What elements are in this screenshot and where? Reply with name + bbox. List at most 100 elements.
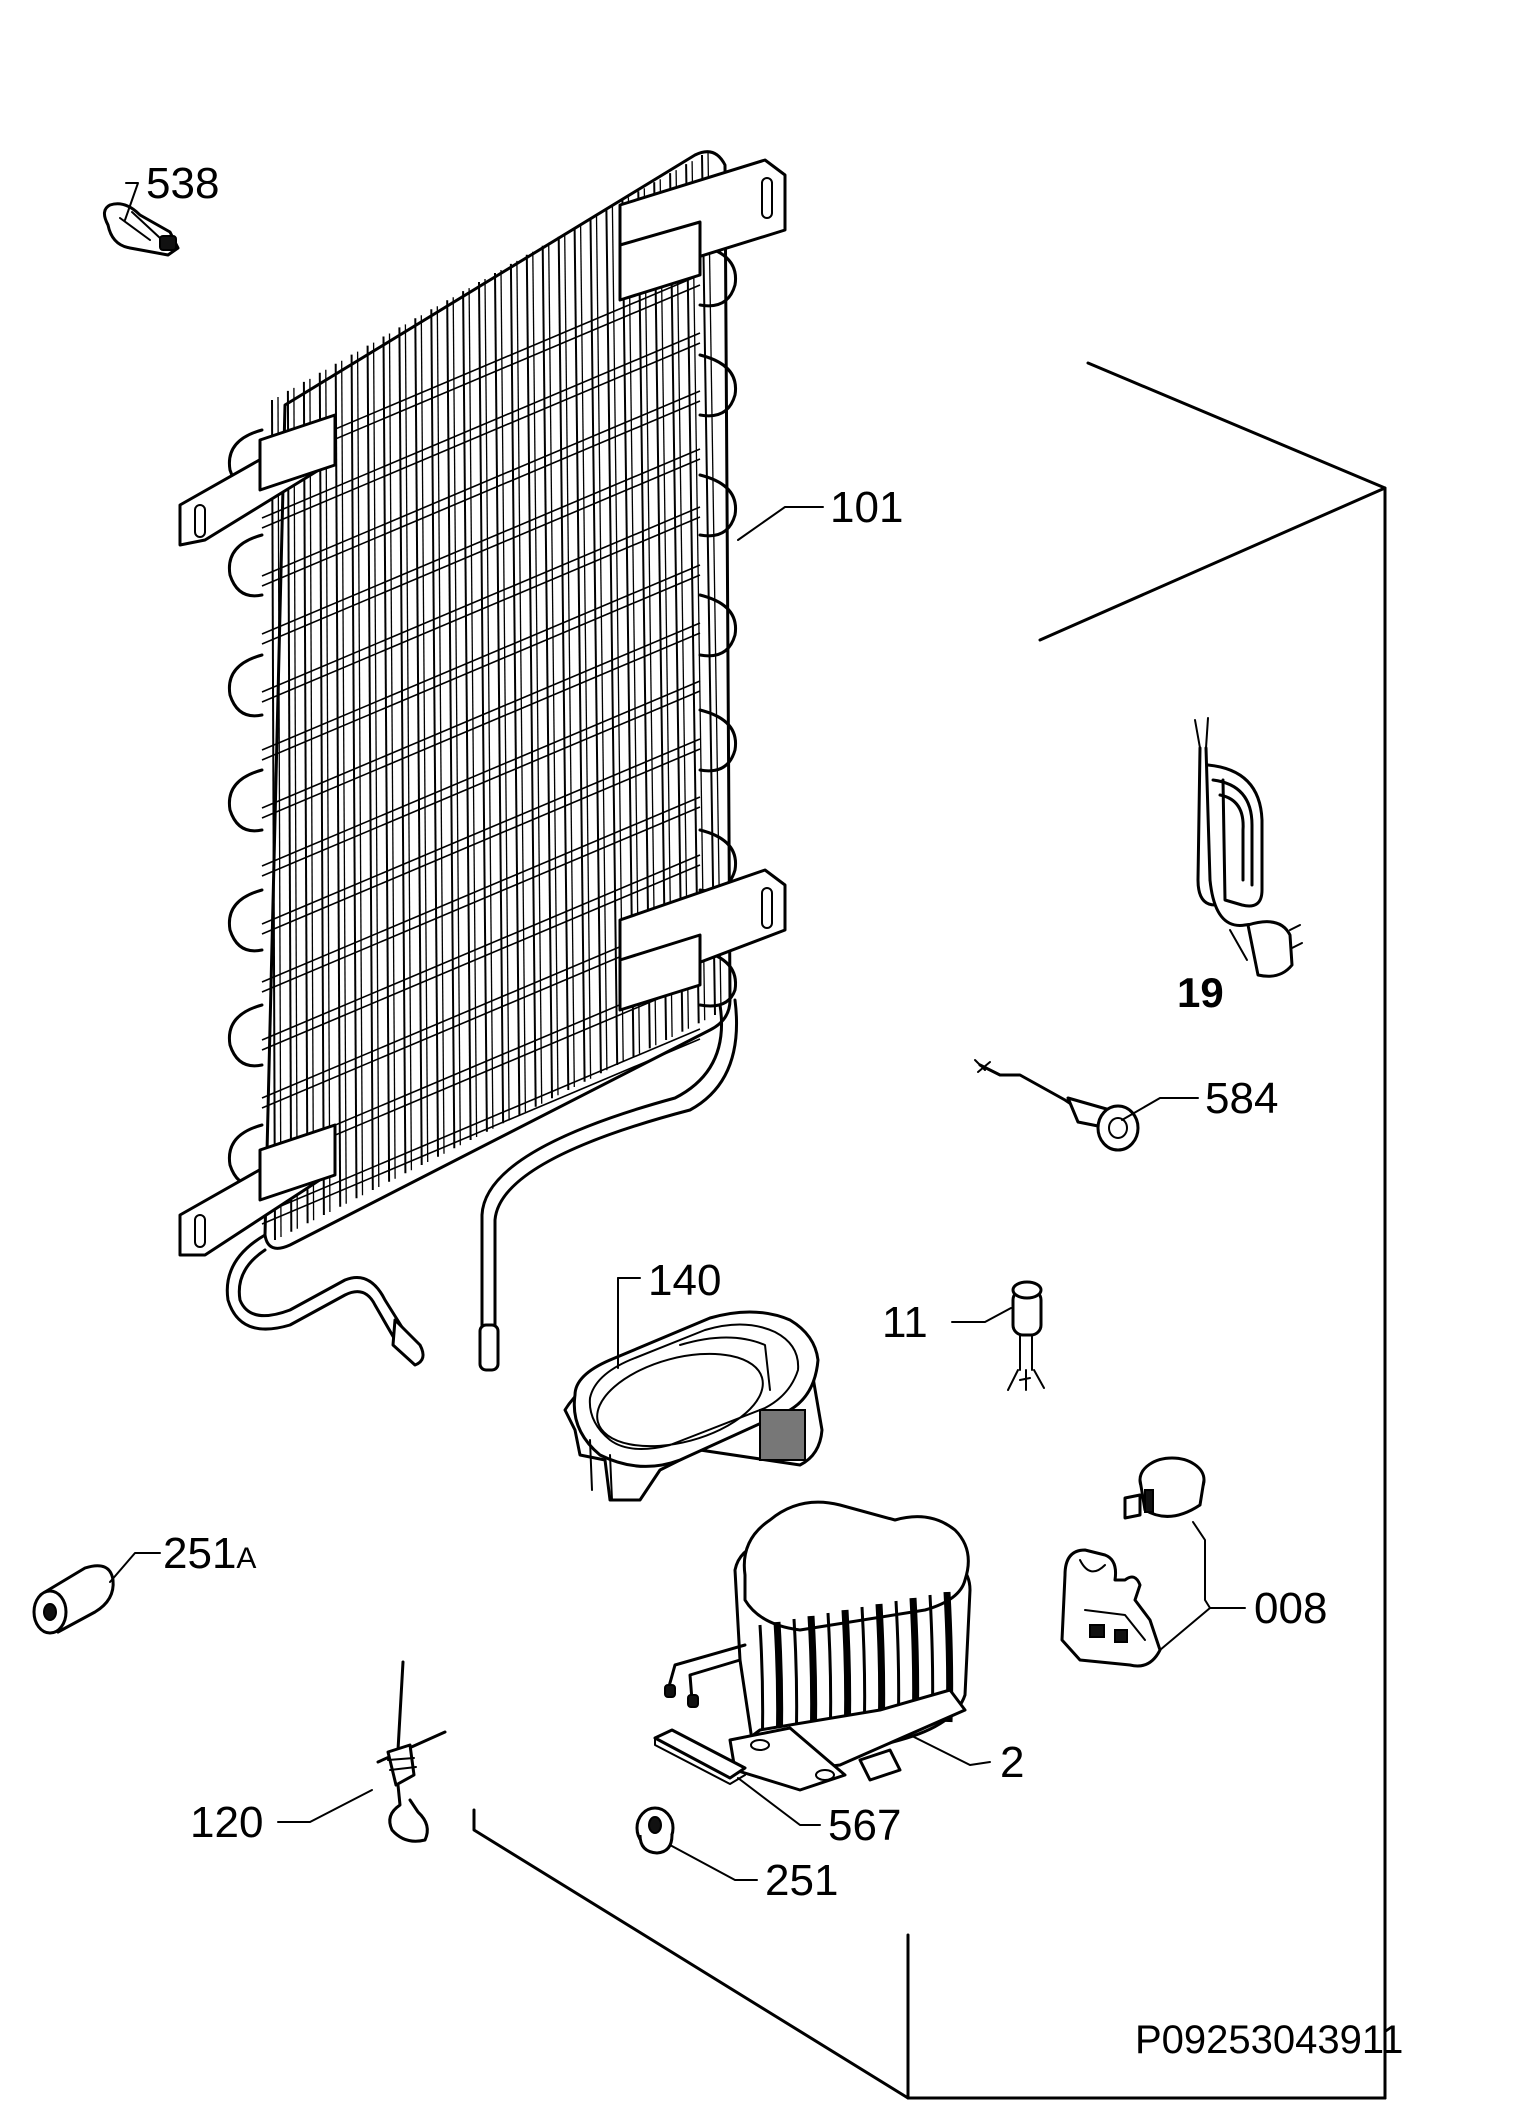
label-251: 251 xyxy=(765,1856,838,1905)
condenser-wire xyxy=(675,170,690,1029)
valve-part-11 xyxy=(1007,1280,1045,1391)
condenser-wire xyxy=(589,218,602,1074)
condenser-wire xyxy=(653,182,668,1041)
condenser-tube-row xyxy=(261,448,701,635)
condenser-wire xyxy=(372,342,380,1188)
condenser-wire xyxy=(525,254,537,1107)
label-140: 140 xyxy=(648,1256,721,1305)
sensor-part-584 xyxy=(974,1059,1140,1152)
label-2: 2 xyxy=(1000,1738,1024,1787)
condenser-tube-row xyxy=(261,390,701,577)
label-19: 19 xyxy=(1177,969,1224,1016)
condenser-wire xyxy=(685,164,700,1024)
label-120: 120 xyxy=(190,1798,263,1847)
condenser-wire xyxy=(627,197,641,1054)
condenser-tube-row xyxy=(261,748,701,935)
condenser-wire xyxy=(446,300,456,1149)
condenser-tube-row xyxy=(261,806,701,993)
condenser-wire xyxy=(669,173,684,1032)
condenser-tube-row xyxy=(261,864,701,1051)
condenser-wire xyxy=(701,154,716,1016)
grommet-part-251 xyxy=(635,1806,675,1855)
part-labels: 538 101 19 584 140 11 251A 008 2 567 120… xyxy=(146,159,1403,2062)
label-008: 008 xyxy=(1254,1584,1327,1633)
condenser-tube-row xyxy=(261,632,701,819)
condenser-bracket-top-left xyxy=(178,413,337,547)
condenser-tube-row xyxy=(261,1038,701,1225)
condenser-wire xyxy=(548,242,559,1096)
condenser-wire xyxy=(605,209,619,1066)
condenser-wire xyxy=(366,345,374,1191)
condenser-tube-row xyxy=(261,690,701,877)
condenser-bracket-top-right xyxy=(618,158,787,302)
clip-part-538 xyxy=(103,202,180,257)
condenser-wire xyxy=(398,327,407,1174)
thermostat-part-120 xyxy=(376,1660,447,1843)
condenser-wire xyxy=(382,336,391,1182)
condenser-wire xyxy=(356,351,364,1196)
condenser-wire xyxy=(436,306,445,1154)
condenser-wire xyxy=(494,272,505,1124)
condenser-part-101 xyxy=(178,150,787,1372)
condenser-wire xyxy=(500,269,510,1121)
condenser-wire xyxy=(350,354,358,1199)
condenser-wire xyxy=(430,309,439,1157)
condenser-wire xyxy=(557,236,570,1091)
condenser-wire xyxy=(579,224,592,1079)
condenser-wire xyxy=(309,378,315,1221)
condenser-wire xyxy=(691,161,706,1021)
condenser-tube-row xyxy=(261,574,701,761)
condenser-wire xyxy=(271,399,276,1241)
condenser-wire xyxy=(293,387,298,1229)
condenser-tube-row xyxy=(261,506,701,693)
condenser-wire xyxy=(286,390,293,1232)
condenser-wire xyxy=(516,260,527,1113)
condenser-wire xyxy=(707,151,722,1013)
condenser-wire xyxy=(595,215,608,1071)
condenser-tube-row xyxy=(261,680,701,867)
condenser-wire xyxy=(564,233,575,1088)
drip-tray-part-140 xyxy=(563,1310,824,1502)
condenser-wire xyxy=(484,278,494,1129)
condenser-wire xyxy=(318,372,325,1216)
condenser-tube-row xyxy=(261,622,701,809)
condenser-wire xyxy=(573,227,586,1082)
condenser-wire xyxy=(452,297,461,1146)
cabinet-outline xyxy=(472,361,1387,2100)
condenser-wire xyxy=(659,179,673,1038)
condenser-tube-row xyxy=(261,342,701,529)
condenser-wire xyxy=(637,191,651,1049)
condenser-wire xyxy=(478,281,488,1132)
condenser-tube-row xyxy=(261,458,701,645)
condenser-wire xyxy=(509,263,521,1116)
label-584: 584 xyxy=(1205,1074,1278,1123)
label-538: 538 xyxy=(146,159,219,208)
condenser-wire xyxy=(404,324,413,1171)
plate-part-567 xyxy=(653,1728,747,1785)
condenser-tube-row xyxy=(261,1028,701,1215)
condenser-tube-row xyxy=(261,738,701,925)
power-cord-part-19 xyxy=(1194,717,1303,978)
condenser-wire xyxy=(541,245,553,1099)
condenser-tube-row xyxy=(261,332,701,519)
sleeve-part-251A xyxy=(32,1564,115,1635)
label-11: 11 xyxy=(882,1298,928,1347)
leader-lines xyxy=(109,182,1248,1881)
condenser-wire xyxy=(532,251,543,1104)
condenser-wire xyxy=(277,396,282,1238)
drawing-code: P09253043911 xyxy=(1135,2018,1403,2062)
condenser-tube-row xyxy=(261,564,701,751)
label-101: 101 xyxy=(830,483,903,532)
condenser-wire xyxy=(643,188,657,1046)
compressor-part-2 xyxy=(664,1500,972,1792)
label-567: 567 xyxy=(828,1801,901,1850)
condenser-tube-row xyxy=(261,516,701,703)
condenser-bracket-bottom-left xyxy=(178,1123,337,1257)
condenser-tube-row xyxy=(261,854,701,1041)
condenser-wire xyxy=(302,381,309,1224)
condenser-tube-row xyxy=(261,400,701,587)
condenser-tube-row xyxy=(261,796,701,983)
condenser-bracket-bottom-right xyxy=(618,868,787,1012)
label-251A: 251A xyxy=(163,1529,256,1578)
